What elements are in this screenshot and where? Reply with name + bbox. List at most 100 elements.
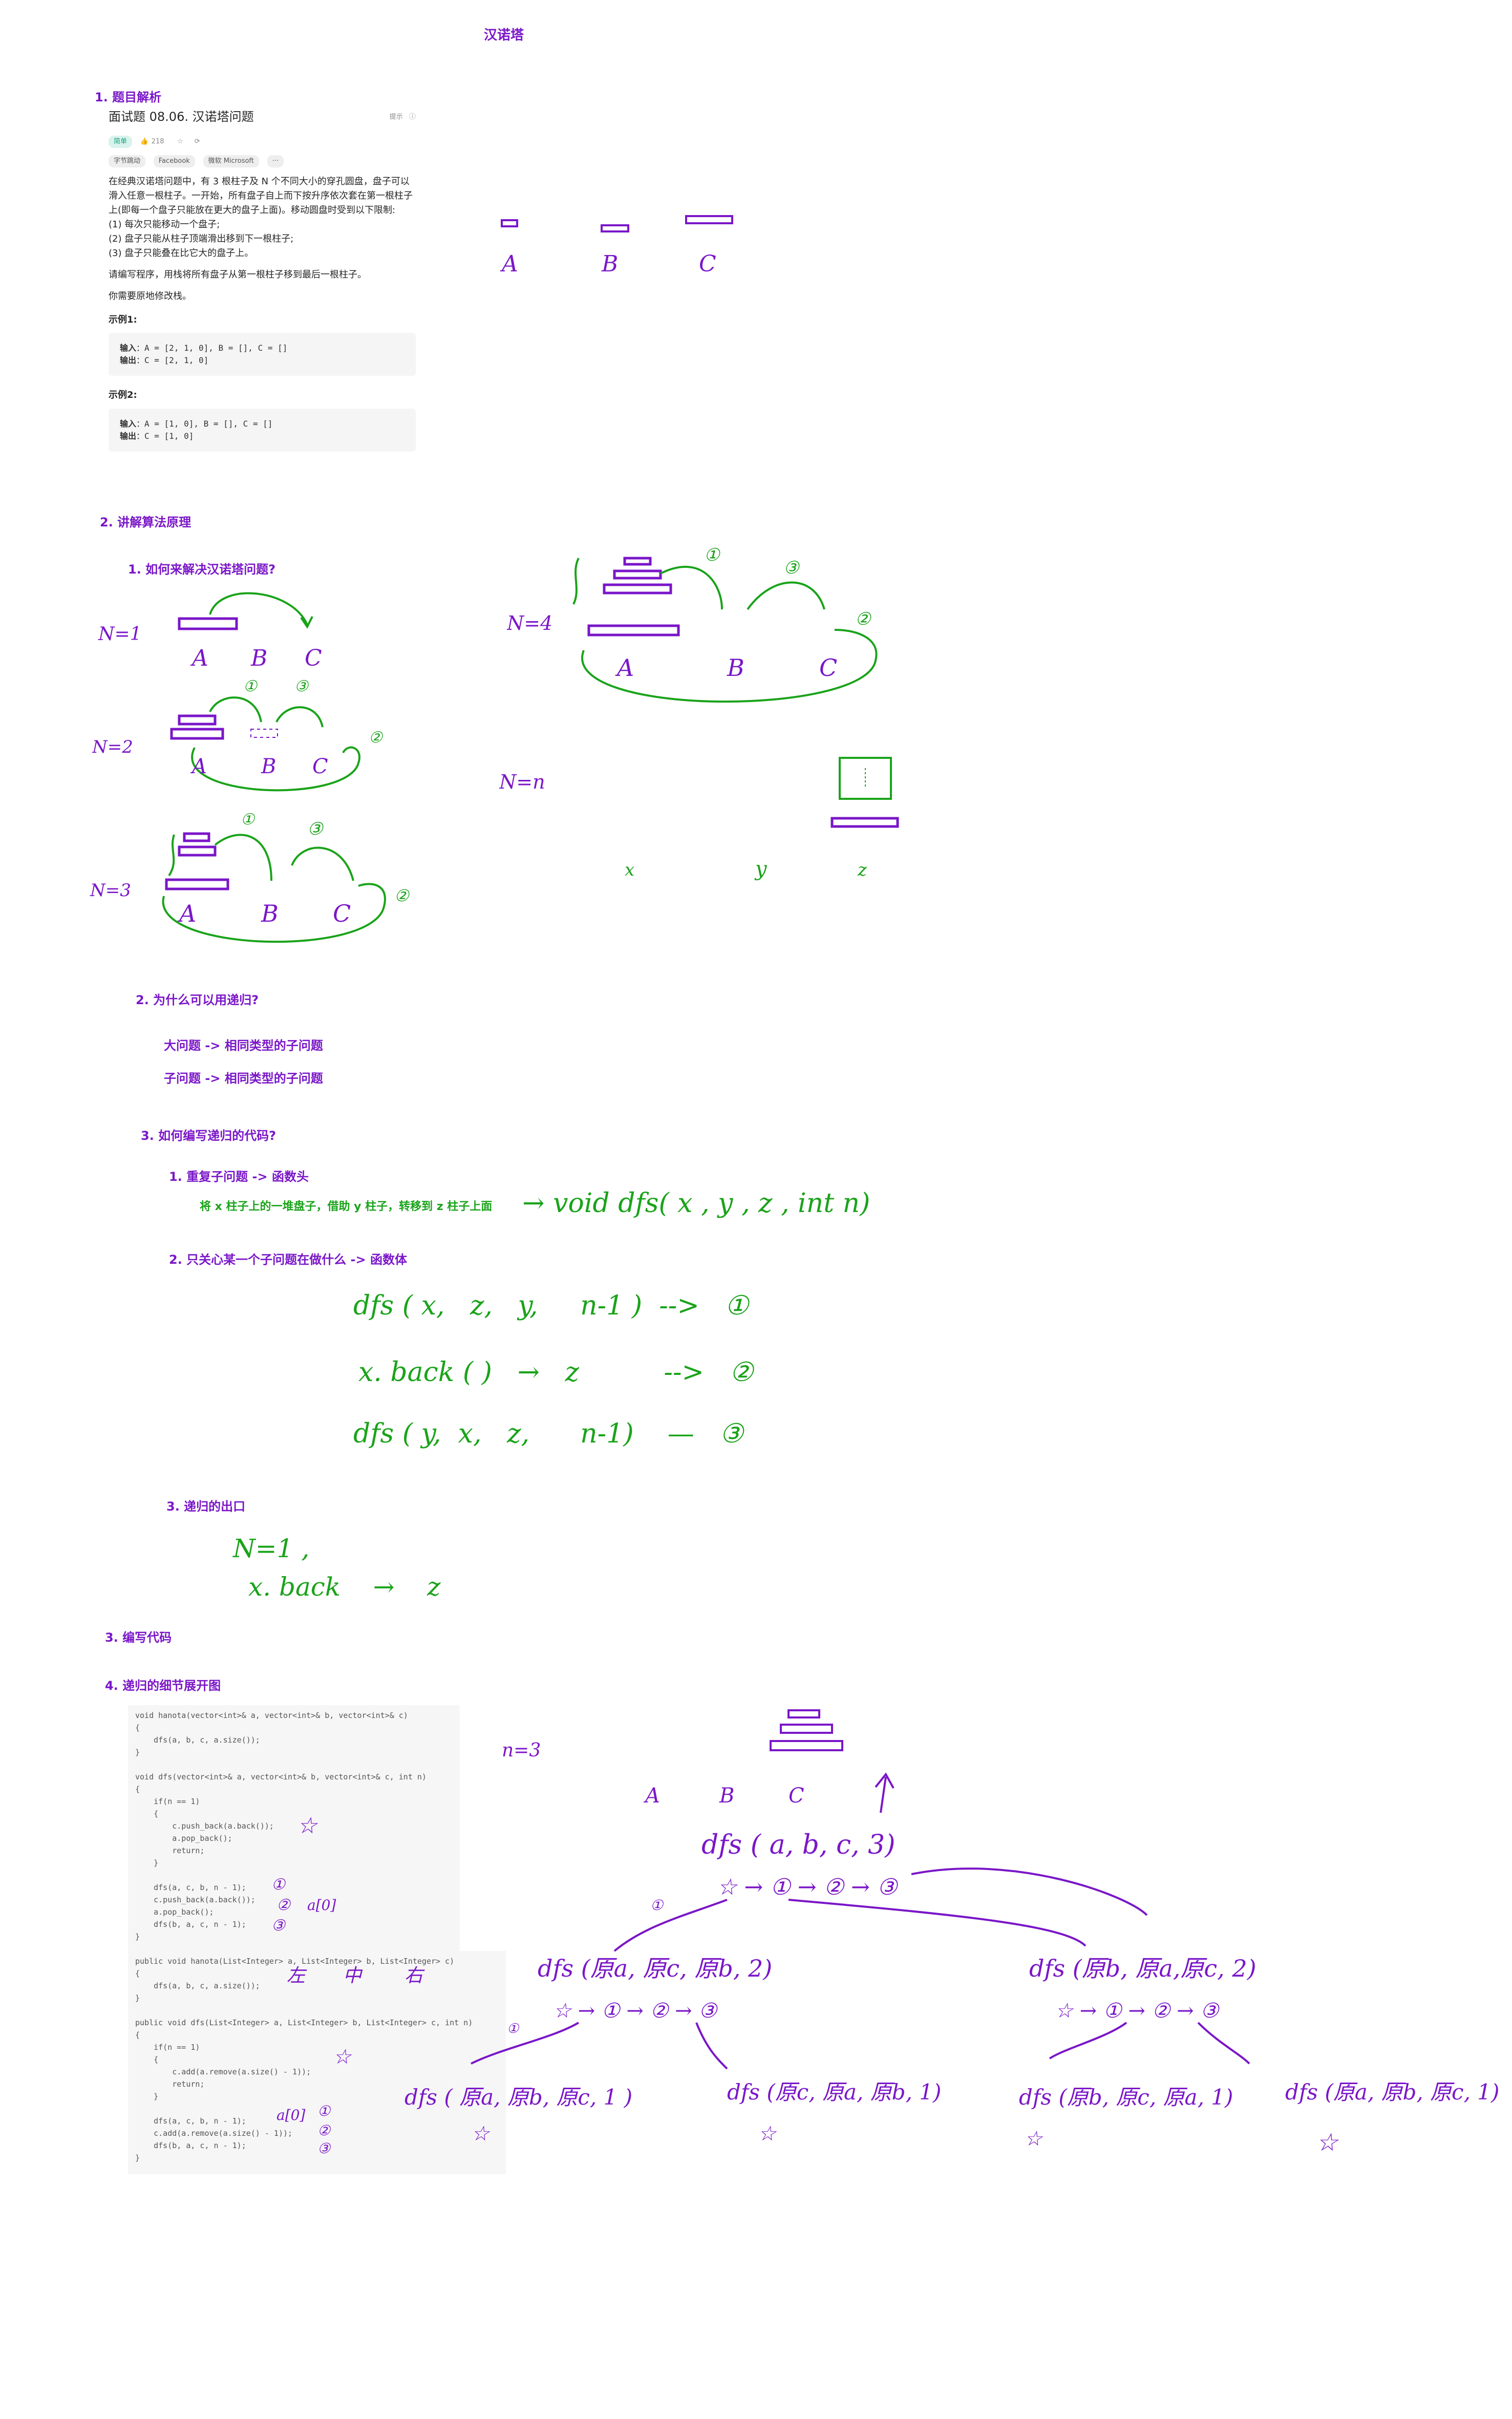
step-heading: 2. 只关心某一个子问题在做什么 -> 函数体 (169, 1253, 407, 1267)
company-tag[interactable]: 字节跳动 (109, 155, 146, 168)
code-line: void hanota(vector<int>& a, vector<int>&… (135, 1711, 408, 1720)
root-call: dfs ( a, b, c, 3) (701, 1830, 896, 1860)
code-line: if(n == 1) (135, 2043, 200, 2052)
nn-label: N=n (499, 771, 545, 793)
svg-text:①: ① (243, 677, 258, 695)
svg-text:A: A (190, 645, 208, 671)
svg-text:①: ① (241, 811, 255, 829)
code-line: } (135, 2153, 140, 2162)
company-tag[interactable]: 微软 Microsoft (203, 155, 259, 168)
body-line-3: dfs ( y, x, z, n-1) — ③ (353, 1418, 743, 1449)
subsection-heading: 1. 如何来解决汉诺塔问题? (128, 562, 276, 577)
step-heading: 1. 重复子问题 -> 函数头 (169, 1170, 309, 1184)
code-line: c.add(a.remove(a.size() - 1)); (135, 2067, 311, 2076)
svg-text:B: B (727, 654, 744, 682)
code-line: if(n == 1) (135, 1797, 200, 1806)
example-title: 示例1: (109, 314, 137, 325)
svg-text:y: y (754, 857, 768, 881)
cpp-code-panel: void hanota(vector<int>& a, vector<int>&… (128, 1705, 460, 1954)
like-icon[interactable]: 👍 (140, 138, 148, 146)
problem-description: 在经典汉诺塔问题中，有 3 根柱子及 N 个不同大小的穿孔圆盘，盘子可以滑入任意… (109, 176, 413, 216)
svg-text:C: C (333, 900, 351, 927)
svg-text:B: B (719, 1784, 734, 1808)
recursion-tree: n=3 A B C dfs ( a, b, c, 3) ☆ → ① → ② → … (404, 1709, 1499, 2157)
company-tag[interactable]: Facebook (153, 155, 195, 168)
code-line: } (135, 1993, 140, 2003)
label-b: B (601, 251, 618, 277)
info-icon[interactable]: ⓘ (409, 113, 416, 121)
code-line: dfs(b, a, c, n - 1); (135, 2141, 246, 2150)
code-line: void dfs(vector<int>& a, vector<int>& b,… (135, 1772, 427, 1781)
java-code-panel: public void hanota(List<Integer> a, List… (128, 1951, 506, 2174)
code-line: return; (135, 1846, 205, 1855)
n2-sketch: N=2 ① ③ ② A B C (92, 677, 384, 792)
hint-link[interactable]: 提示 (389, 113, 403, 121)
difficulty-badge: 简单 (109, 136, 133, 148)
svg-text:③: ③ (783, 558, 800, 578)
n1-sketch: N=1 A B C (98, 592, 322, 671)
svg-text:右: 右 (404, 1965, 425, 1986)
code-line: } (135, 1932, 140, 1941)
level1-left-call: dfs (原a, 原c, 原b, 2) (538, 1955, 772, 1982)
svg-text:C: C (819, 654, 837, 682)
code-line: { (135, 2055, 159, 2064)
svg-text:a[0]: a[0] (307, 1897, 336, 1914)
svg-text:中: 中 (343, 1965, 363, 1986)
n3-sketch: N=3 ① ③ ② A B C (90, 811, 410, 943)
n2-label: N=2 (92, 737, 133, 757)
n3-tree-label: n=3 (502, 1740, 541, 1761)
code-line: return; (135, 2080, 205, 2089)
body-line-1: dfs ( x, z, y, n-1 ) --> ① (353, 1290, 749, 1321)
nn-sketch: N=n x y z (499, 757, 899, 881)
more-tags-button[interactable]: ··· (267, 155, 284, 168)
n3-label: N=3 (90, 880, 131, 901)
section-3-heading: 3. 编写代码 (105, 1630, 172, 1645)
svg-text:A: A (643, 1784, 660, 1808)
code-annotations-java: 左 中 右 ☆ a[0] ① ② ③ (276, 1965, 425, 2157)
problem-requirement: 请编写程序，用栈将所有盘子从第一根柱子移到最后一根柱子。 (109, 269, 367, 280)
code-line: dfs(a, c, b, n - 1); (135, 2116, 246, 2126)
root-chain: ☆ → ① → ② → ③ (717, 1874, 899, 1900)
example-title: 示例2: (109, 390, 137, 401)
svg-text:z: z (857, 860, 867, 880)
problem-title[interactable]: 面试题 08.06. 汉诺塔问题 (109, 110, 254, 124)
svg-text:C: C (305, 645, 322, 671)
svg-text:☆: ☆ (297, 1813, 318, 1839)
svg-text:②: ② (369, 729, 384, 747)
recursion-point: 子问题 -> 相同类型的子问题 (164, 1071, 323, 1086)
subsection-heading: 2. 为什么可以用递归? (136, 993, 259, 1007)
section-4-heading: 4. 递归的细节展开图 (105, 1679, 221, 1693)
code-line: } (135, 1858, 159, 1868)
svg-text:A: A (615, 654, 634, 682)
level1-left-chain: ☆ → ① → ② → ③ (553, 1999, 718, 2023)
exit-line-1: N=1 , (233, 1534, 310, 1563)
star-icon[interactable]: ☆ (177, 138, 183, 146)
share-icon[interactable]: ⟳ (194, 138, 200, 146)
rule: (3) 盘子只能叠在比它大的盘子上。 (109, 247, 254, 259)
svg-text:②: ② (855, 609, 871, 629)
code-line: dfs(a, c, b, n - 1); (135, 1883, 246, 1892)
svg-text:☆: ☆ (1316, 2128, 1339, 2157)
level1-right-call: dfs (原b, 原a,原c, 2) (1029, 1955, 1257, 1982)
level2-call-2: dfs (原c, 原a, 原b, 1) (727, 2080, 941, 2105)
svg-text:A: A (190, 755, 207, 778)
rule: (1) 每次只能移动一个盘子; (109, 219, 220, 230)
svg-text:③: ③ (307, 819, 324, 839)
svg-text:①: ① (704, 545, 720, 565)
svg-text:①: ① (507, 2021, 520, 2036)
exit-line-2: x. back → z (248, 1572, 441, 1602)
n4-label: N=4 (507, 612, 552, 634)
page-title: 汉诺塔 (484, 28, 524, 43)
svg-text:左: 左 (287, 1965, 307, 1986)
problem-card: 面试题 08.06. 汉诺塔问题 提示 ⓘ 简单 👍 218 ☆ ⟳ 字节跳动 … (109, 108, 416, 452)
function-head-note: 将 x 柱子上的一堆盘子，借助 y 柱子，转移到 z 柱子上面 (200, 1200, 493, 1213)
level2-call-1: dfs ( 原a, 原b, 原c, 1 ) (404, 2085, 632, 2110)
svg-text:C: C (312, 755, 328, 778)
code-line: } (135, 1748, 140, 1757)
label-c: C (699, 251, 716, 277)
svg-text:☆: ☆ (471, 2122, 491, 2146)
code-line: dfs(b, a, c, n - 1); (135, 1920, 246, 1929)
svg-text:②: ② (276, 1896, 291, 1914)
svg-text:①: ① (317, 2103, 331, 2119)
code-line: dfs(a, b, c, a.size()); (135, 1735, 260, 1745)
